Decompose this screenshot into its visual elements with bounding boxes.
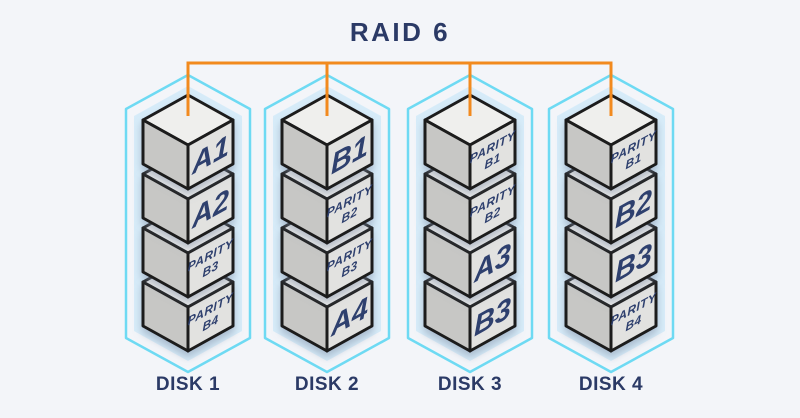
cube-right-face <box>186 172 235 245</box>
cube-right-face <box>468 118 517 191</box>
disk-label-1: DISK 1 <box>155 374 221 395</box>
cube-right-face <box>186 280 235 353</box>
raid-connector <box>186 61 613 116</box>
cube-right-face <box>186 226 235 299</box>
disk-label-2: DISK 2 <box>294 374 360 395</box>
diagram-title: RAID 6 <box>349 17 451 47</box>
cube-right-face <box>186 118 235 191</box>
storage-cube: A1 <box>141 93 235 191</box>
cube-right-face <box>325 118 374 191</box>
cube-right-face <box>609 226 658 299</box>
cube-right-face <box>609 280 658 353</box>
cube-right-face <box>468 280 517 353</box>
disk-capsule-outline <box>124 73 252 374</box>
disk-capsule-outline <box>406 73 534 374</box>
cube-right-face <box>468 226 517 299</box>
disk-label-3: DISK 3 <box>437 374 503 395</box>
disk-capsule-outline <box>547 73 675 374</box>
cube-right-face <box>609 118 658 191</box>
cube-right-face <box>609 172 658 245</box>
disk-capsule-outline <box>263 73 391 374</box>
cube-right-face <box>325 172 374 245</box>
cube-right-face <box>325 280 374 353</box>
cube-right-face <box>468 172 517 245</box>
disk-label-4: DISK 4 <box>578 374 644 395</box>
cube-right-face <box>325 226 374 299</box>
